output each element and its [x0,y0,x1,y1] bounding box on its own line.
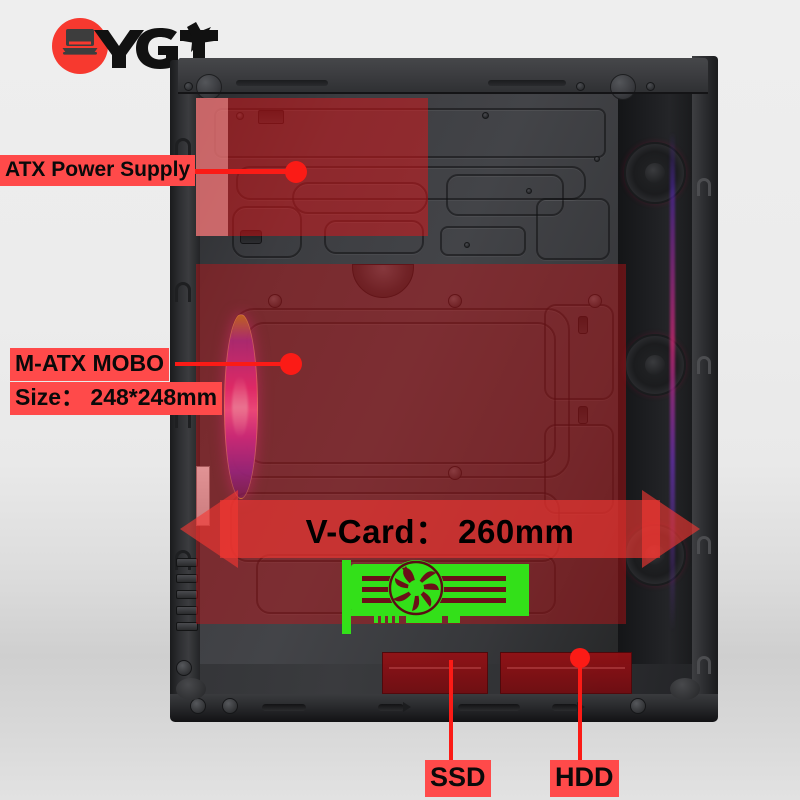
leader-line-mobo [175,362,290,366]
front-fan-top [624,142,686,204]
gpu-length-arrow: V-Card： 260mm [180,490,700,568]
front-fan-channel [618,94,692,664]
cpu-cutout [352,264,414,298]
graphics-card-illustration [342,560,529,634]
callout-label-mobo-size: Size： 248*248mm [10,382,223,415]
logo-wordmark [94,22,218,69]
top-panel [178,58,708,100]
case-foot-right [670,678,700,700]
front-bezel [692,56,718,708]
hdd-drive-bay [500,652,632,694]
case-foot-left [176,678,206,700]
leader-dot-psu [285,161,307,183]
case-base [170,678,718,722]
callout-label-mobo: M-ATX MOBO [10,348,170,381]
thumbscrew-left [196,74,222,100]
callout-label-ssd: SSD [425,760,491,797]
front-fan-middle [624,334,686,396]
laptop-icon [62,29,98,55]
callout-label-psu: ATX Power Supply [0,155,196,186]
front-rgb-light-strip [670,132,675,632]
leader-line-hdd [578,660,582,760]
rgb-fan-highlight [232,376,248,438]
leader-dot-hdd [570,648,590,668]
gpu-length-label: V-Card： 260mm [305,513,575,550]
leader-dot-mobo [280,353,302,375]
ssd-drive-bay [382,652,488,694]
computer-case: V-Card： 260mm [170,46,730,726]
arrow-shaft [220,500,660,558]
thumbscrew-right [610,74,636,100]
leader-line-psu [165,169,295,174]
callout-label-hdd: HDD [550,760,619,797]
brand-logo [52,12,222,74]
psu-bay-overlay-highlight [196,98,228,236]
leader-line-ssd [449,660,453,760]
